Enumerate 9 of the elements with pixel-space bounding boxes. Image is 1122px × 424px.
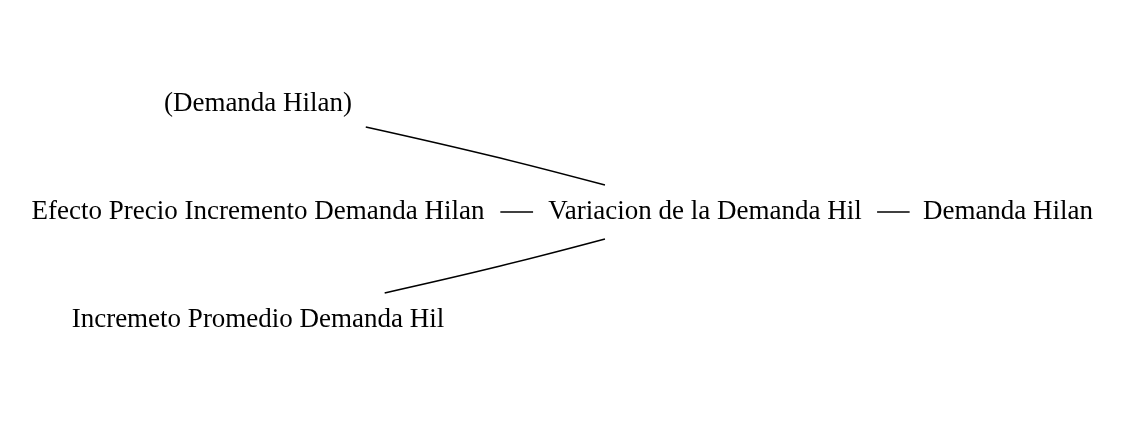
node-text: Demanda Hilan xyxy=(922,194,1094,225)
node-text: Variacion de la Demanda Hil xyxy=(548,194,862,225)
node-text: Efecto Precio Incremento Demanda Hilan xyxy=(31,194,485,225)
connector xyxy=(499,211,534,213)
connector xyxy=(365,126,606,186)
node-text: (Demanda Hilan) xyxy=(163,86,353,117)
connector xyxy=(876,211,911,213)
node-text: Incremeto Promedio Demanda Hil xyxy=(71,302,445,333)
connector xyxy=(383,238,606,294)
